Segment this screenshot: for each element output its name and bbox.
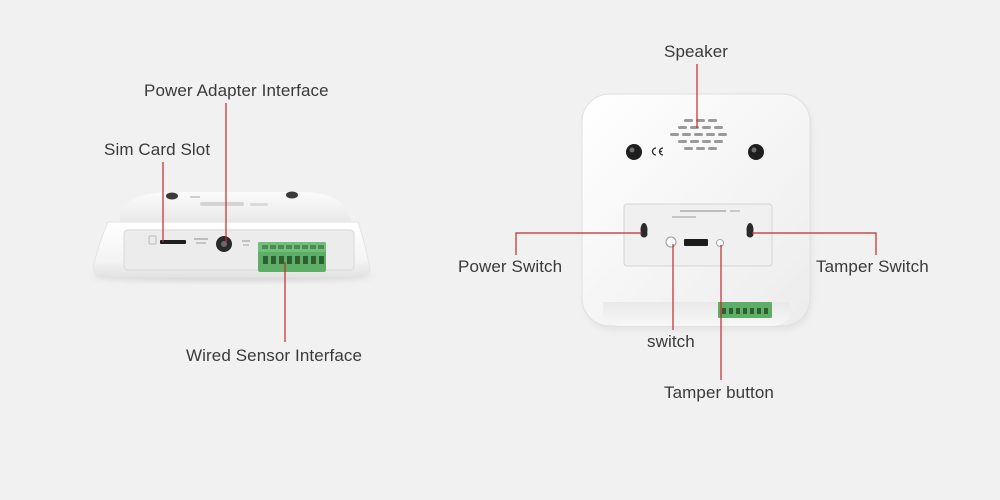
label-sim-card-slot: Sim Card Slot [104, 140, 210, 160]
label-power-adapter-interface: Power Adapter Interface [144, 81, 329, 101]
sim-slot-opening [160, 240, 186, 244]
tamper-button [717, 240, 724, 247]
device-back-view [582, 94, 812, 330]
back-terminal-block [718, 302, 772, 318]
slide-switch [684, 239, 708, 246]
label-speaker: Speaker [664, 42, 728, 62]
wall-mount-keyhole-left [641, 223, 648, 238]
label-wired-sensor-interface: Wired Sensor Interface [186, 346, 362, 366]
label-switch: switch [647, 332, 695, 352]
wall-mount-keyhole-right [747, 223, 754, 238]
label-power-switch: Power Switch [458, 257, 562, 277]
power-switch-button [666, 237, 676, 247]
device-side-view [92, 192, 372, 283]
label-tamper-switch: Tamper Switch [816, 257, 929, 277]
wired-sensor-terminal-block [258, 242, 326, 272]
label-tamper-button: Tamper button [664, 383, 774, 403]
